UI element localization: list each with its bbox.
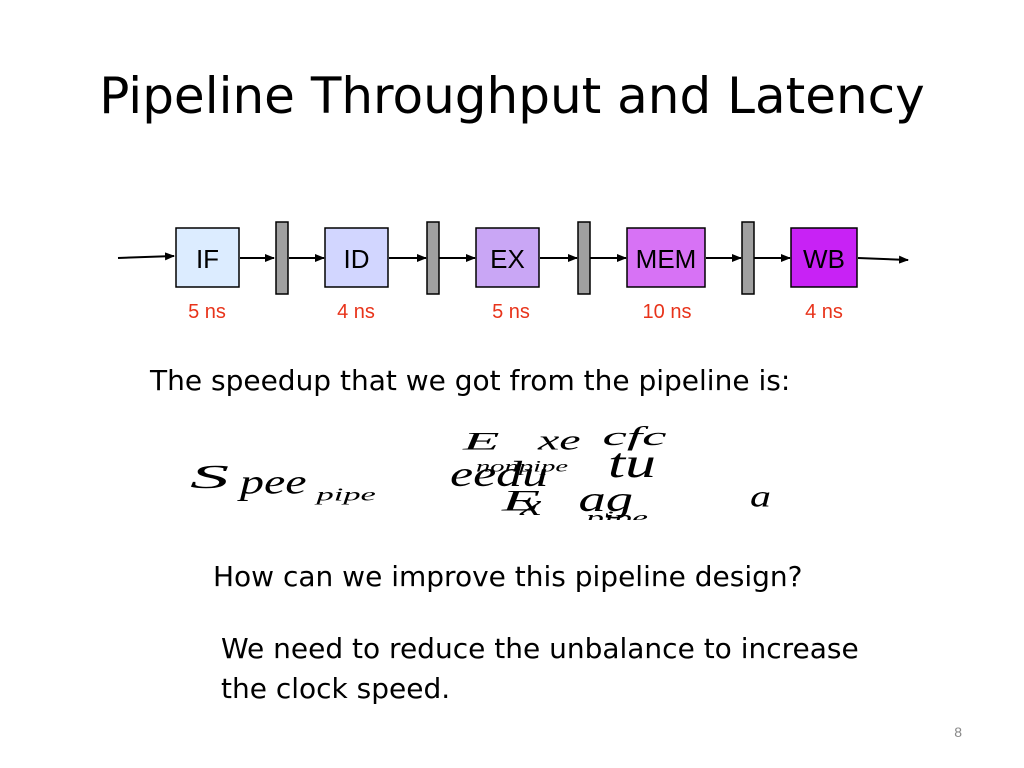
slide-page-number: 8 [954, 724, 962, 740]
svg-text:pee: pee [237, 464, 307, 502]
svg-text:pipe: pipe [314, 484, 376, 504]
stage-label-if: IF [196, 244, 219, 274]
speedup-formula-image: S pee pipe E xe cfc nonpipe eedu tu E x … [190, 423, 771, 520]
svg-text:E: E [501, 484, 541, 517]
stage-label-id: ID [344, 244, 370, 274]
pipeline-latch-2 [426, 221, 440, 295]
svg-text:nonpipe: nonpipe [476, 457, 568, 475]
svg-text:eedu: eedu [450, 453, 548, 494]
svg-text:tu: tu [608, 440, 656, 486]
answer-line-1: We need to reduce the unbalance to incre… [221, 632, 859, 665]
output-arrow [857, 255, 909, 264]
stage-box-mem [626, 227, 706, 288]
stage-box-id [324, 227, 389, 288]
svg-text:S: S [190, 459, 229, 496]
stage-label-mem: MEM [636, 244, 697, 274]
stage-box-ex [475, 227, 540, 288]
svg-text:a: a [750, 479, 771, 513]
stage-time-wb: 4 ns [805, 301, 843, 323]
pipeline-diagram: IF 5 ns ID 4 ns EX 5 ns MEM 10 ns WB 4 n… [117, 221, 909, 323]
answer-line-2: the clock speed. [221, 672, 451, 705]
svg-text:x: x [519, 488, 542, 520]
svg-text:cfc: cfc [603, 423, 667, 452]
svg-text:xe: xe [537, 425, 581, 456]
stage-time-ex: 5 ns [492, 301, 530, 323]
stage-time-mem: 10 ns [643, 301, 692, 323]
stage-label-wb: WB [803, 244, 845, 274]
question-text: How can we improve this pipeline design? [213, 560, 803, 593]
slide-title: Pipeline Throughput and Latency [99, 67, 925, 125]
stage-box-if [175, 227, 240, 288]
speedup-text: The speedup that we got from the pipelin… [150, 364, 791, 397]
pipeline-latch-4 [741, 221, 755, 295]
input-arrow [117, 252, 175, 261]
svg-text:E: E [462, 427, 500, 455]
svg-text:pipe: pipe [583, 508, 648, 520]
stage-time-if: 5 ns [188, 301, 226, 323]
stage-box-wb [790, 227, 858, 288]
stage-time-id: 4 ns [337, 301, 375, 323]
svg-text:ag: ag [579, 480, 634, 520]
pipeline-latch-1 [275, 221, 289, 295]
stage-label-ex: EX [490, 244, 525, 274]
pipeline-latch-3 [577, 221, 591, 295]
